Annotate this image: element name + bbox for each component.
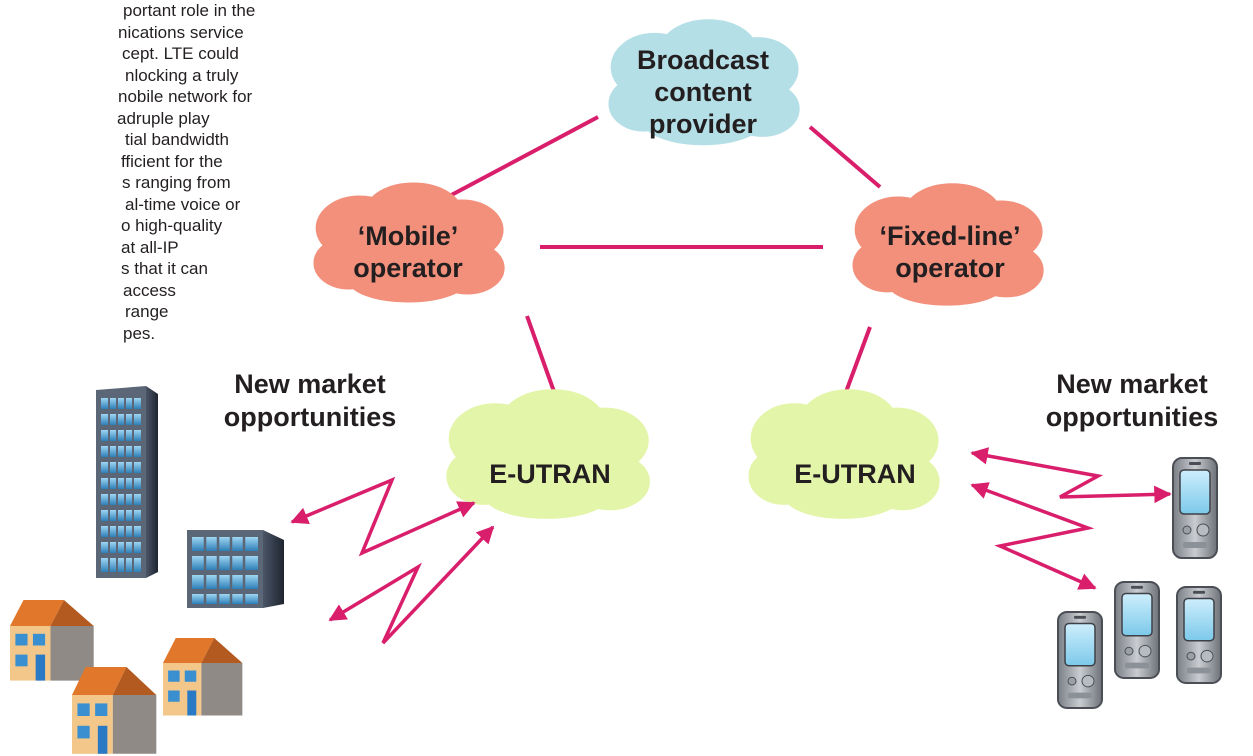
broadcast-label-line: provider — [648, 109, 758, 139]
eutran-left-label: E-UTRAN — [489, 459, 611, 489]
mobile-phone-icon — [1176, 586, 1222, 684]
paragraph-line: cept. LTE could — [122, 44, 239, 63]
market-left-line: New market — [234, 369, 386, 399]
radio-link-houses — [328, 525, 495, 645]
fixed-label-line: operator — [895, 253, 1005, 283]
paragraph-line: access — [123, 280, 176, 300]
market-label-left: New market opportunities — [190, 368, 430, 434]
house-icon — [72, 667, 157, 754]
paragraph-line: at all-IP — [121, 237, 179, 257]
fixed-line-operator-label: ‘Fixed-line’ operator — [845, 220, 1055, 284]
mobile-label-line: ‘Mobile’ — [357, 221, 459, 251]
market-label-right: New market opportunities — [1012, 368, 1252, 434]
paragraph-line: pes. — [123, 323, 156, 343]
paragraph-line: s that it can — [121, 259, 208, 278]
paragraph-line: tial bandwidth — [125, 130, 229, 149]
paragraph-line: range — [125, 302, 169, 321]
house-icon — [163, 638, 243, 716]
cloud-eutran-left — [446, 389, 650, 519]
office-building-icon — [187, 530, 284, 608]
mobile-phone-icon — [1114, 581, 1160, 679]
broadcast-provider-label: Broadcast content provider — [603, 44, 803, 140]
radio-link-office — [290, 476, 476, 557]
paragraph-line: fficient for the — [121, 151, 223, 171]
broadcast-label-line: content — [654, 77, 752, 107]
radio-link-phone-single — [970, 447, 1172, 504]
eutran-right-label: E-UTRAN — [794, 459, 916, 489]
paragraph-line: al-time voice or — [125, 194, 241, 214]
market-right-line: New market — [1056, 369, 1208, 399]
cloud-eutran-right — [748, 389, 940, 519]
house-icon — [10, 600, 94, 681]
mobile-label-line: operator — [353, 253, 463, 283]
broadcast-label-line: Broadcast — [636, 45, 770, 75]
fixed-label-line: ‘Fixed-line’ — [879, 221, 1021, 251]
paragraph-line: s ranging from — [122, 173, 231, 192]
office-tower-icon — [96, 386, 158, 578]
paragraph-line: o high-quality — [121, 216, 223, 235]
paragraph-line: adruple play — [117, 108, 210, 128]
radio-links — [290, 447, 1172, 645]
market-right-line: opportunities — [1045, 402, 1219, 432]
link-mobile-eutran — [525, 315, 559, 401]
mobile-phone-icon — [1172, 457, 1218, 559]
paragraph-line: nobile network for — [118, 87, 253, 106]
mobile-operator-label: ‘Mobile’ operator — [313, 220, 503, 284]
link-fixed-eutran — [841, 326, 872, 401]
mobile-phone-icon — [1057, 611, 1103, 709]
radio-link-phone-group — [970, 482, 1097, 590]
paragraph-line: portant role in the — [123, 1, 256, 20]
market-left-line: opportunities — [223, 402, 397, 432]
body-paragraph: portant role in the nications service ce… — [0, 0, 255, 344]
link-broadcast-fixed — [808, 125, 882, 189]
paragraph-line: nlocking a truly — [125, 65, 239, 85]
paragraph-line: nications service — [118, 22, 244, 42]
